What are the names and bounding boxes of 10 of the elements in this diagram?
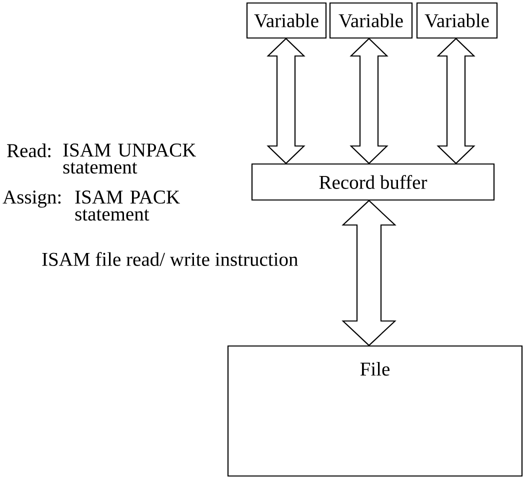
- label: ISAM PACK statement: [75, 190, 180, 221]
- label: ISAM UNPACK statement: [63, 144, 196, 174]
- label: Assign:: [2, 190, 61, 208]
- process-box: Variable: [329, 2, 413, 39]
- process-box: Variable: [246, 2, 327, 39]
- process-box: Variable: [416, 2, 498, 39]
- label: Read:: [7, 144, 50, 158]
- edge-label: ISAM file read/ write instruction: [40, 251, 300, 267]
- file-box: File: [227, 345, 523, 477]
- process-box: Record buffer: [251, 163, 495, 201]
